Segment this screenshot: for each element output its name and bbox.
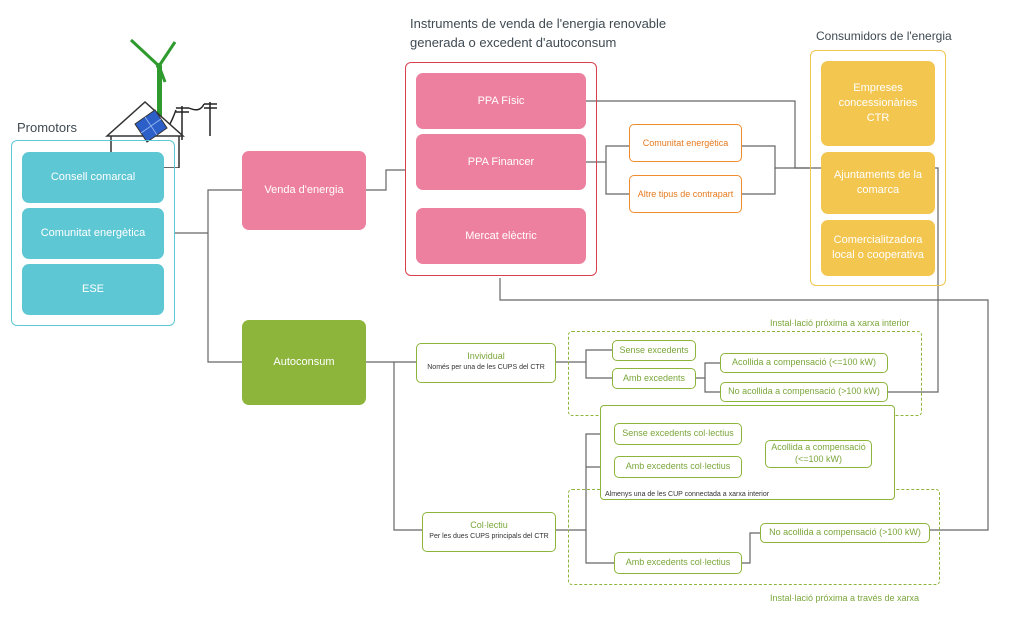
consumidor-empreses-ctr[interactable]: Empreses concessionàries CTR [821,61,935,146]
promotors-title: Promotors [17,120,77,135]
promotor-ese[interactable]: ESE [22,264,164,315]
collectiu-box[interactable]: Col·lectiu Per les dues CUPS principals … [422,512,556,552]
venda-energia-box[interactable]: Venda d'energia [242,151,366,230]
mercat-electric-box[interactable]: Mercat elèctric [416,208,586,264]
individual-title: Invividual [467,351,505,361]
consumidors-panel [810,50,946,286]
consumidor-ajuntaments[interactable]: Ajuntaments de la comarca [821,152,935,214]
contrapart-altre-tipus[interactable]: Altre tipus de contrapart [629,175,742,213]
individual-subtitle: Només per una de les CUPS del CTR [427,364,545,371]
wind-turbine-icon [129,38,177,136]
collectiu-subtitle: Per les dues CUPS principals del CTR [429,533,549,540]
ind-no-acollida-compensacio[interactable]: No acollida a compensació (>100 kW) [720,382,888,402]
autoconsum-box[interactable]: Autoconsum [242,320,366,405]
ppa-fisic-box[interactable]: PPA Físic [416,73,586,129]
col-amb-excedents-xarxa[interactable]: Amb excedents col·lectius [614,552,742,574]
instruments-title-line2: generada o excedent d'autoconsum [410,35,617,50]
col-sense-excedents[interactable]: Sense excedents col·lectius [614,423,742,445]
promotor-consell-comarcal[interactable]: Consell comarcal [22,152,164,203]
label-traves-xarxa: Instal·lació próxima a través de xarxa [770,593,920,603]
col-no-acollida-compensacio[interactable]: No acollida a compensació (>100 kW) [760,523,930,543]
label-xarxa-interior: Instal·lació próxima a xarxa interior [770,318,910,328]
ind-amb-excedents[interactable]: Amb excedents [612,368,696,389]
promotors-panel [11,140,175,326]
individual-box[interactable]: Invividual Només per una de les CUPS del… [416,343,556,383]
instruments-title-line1: Instruments de venda de l'energia renova… [410,16,667,31]
ind-acollida-compensacio[interactable]: Acollida a compensació (<=100 kW) [720,353,888,373]
consumidor-comercialitzadora[interactable]: Comercialitzadora local o cooperativa [821,220,935,276]
col-acollida-compensacio[interactable]: Acollida a compensació (<=100 kW) [765,440,872,468]
consumidors-title: Consumidors de l'energia [816,29,952,43]
instruments-panel [405,62,597,276]
ind-sense-excedents[interactable]: Sense excedents [612,340,696,361]
col-amb-excedents[interactable]: Amb excedents col·lectius [614,456,742,478]
promotor-comunitat-energetica[interactable]: Comunitat energètica [22,208,164,259]
note-almenys: Almenys una de les CUP connectada a xarx… [605,491,770,498]
contrapart-comunitat-energetica[interactable]: Comunitat energètica [629,124,742,162]
collectiu-title: Col·lectiu [470,520,508,530]
ppa-financer-box[interactable]: PPA Financer [416,134,586,190]
